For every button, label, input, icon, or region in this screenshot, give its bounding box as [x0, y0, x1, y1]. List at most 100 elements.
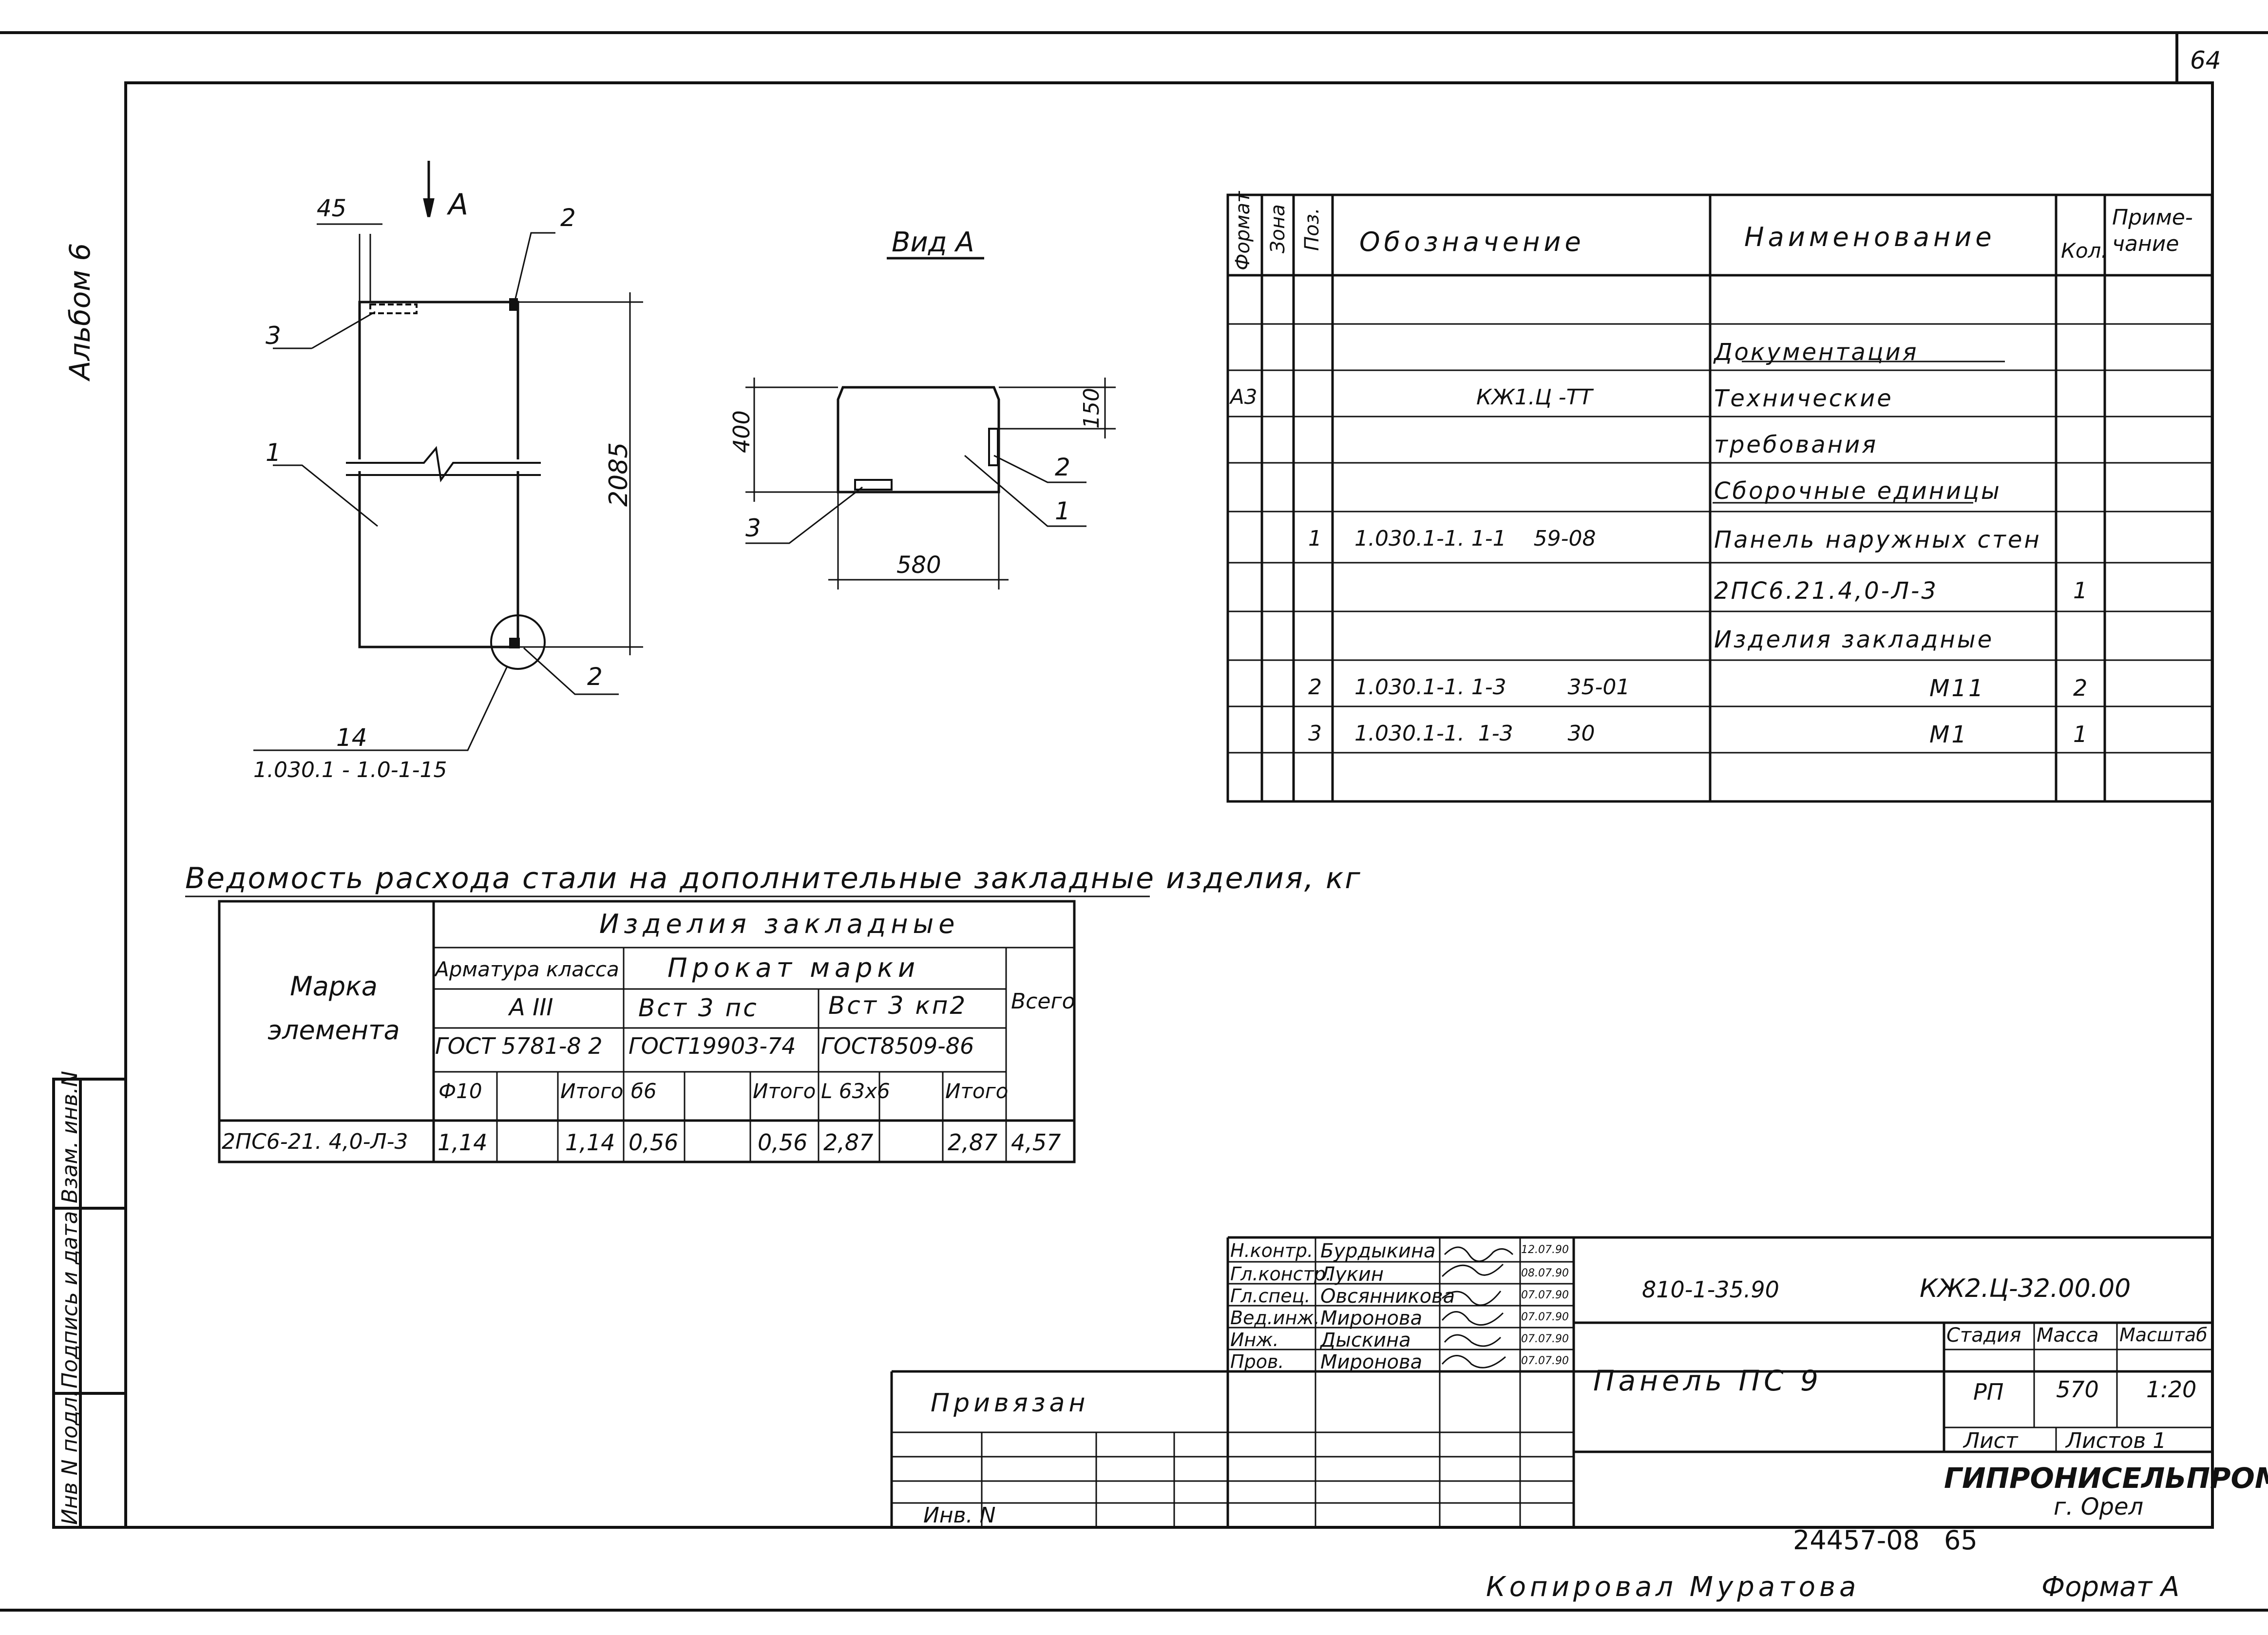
stamp-organization: ГИПРОНИСЕЛЬПРОМ — [1944, 1462, 2268, 1495]
steel-header-mark: Марка элемента — [267, 971, 400, 1046]
callout-1: 1 — [266, 438, 281, 467]
stamp-title: Панель ПС 9 — [1593, 1364, 1822, 1397]
steel-row-mark: 2ПС6-21. 4,0-Л-3 — [222, 1129, 408, 1154]
steel-row-value: 0,56 — [758, 1129, 808, 1156]
steel-row-value: 0,56 — [629, 1129, 679, 1156]
spec-row-name: Панель наружных стен — [1714, 526, 2041, 553]
stamp-code: КЖ2.Ц-32.00.00 — [1920, 1274, 2131, 1303]
spec-row-name: М1 — [1929, 721, 1968, 748]
copied-by: Копировал Муратова — [1486, 1571, 1860, 1603]
spec-row-format: А3 — [1230, 385, 1258, 409]
side-stamp-signature-date: Подпись и дата — [57, 1211, 82, 1388]
stamp-name: Дыскина — [1320, 1329, 1411, 1351]
stamp-sheet-header: Лист — [1963, 1428, 2018, 1453]
spec-row-designation: КЖ1.Ц -ТТ — [1476, 385, 1593, 410]
stamp-role: Н.контр. — [1230, 1240, 1314, 1261]
steel-row-value: 2,87 — [823, 1129, 874, 1156]
stamp-name: Миронова — [1320, 1351, 1423, 1373]
stamp-role: Инж. — [1230, 1329, 1279, 1350]
callout-2-bottom: 2 — [587, 663, 603, 691]
spec-row-name: 2ПС6.21.4,0-Л-3 — [1714, 577, 1938, 605]
callout-2-top: 2 — [560, 204, 576, 232]
privyazan-label: Привязан — [931, 1388, 1089, 1418]
spec-row-qty: 1 — [2073, 577, 2088, 604]
stamp-date: 12.07.90 — [1521, 1244, 1569, 1256]
steel-header-gost3: ГОСТ8509-86 — [821, 1033, 974, 1059]
side-stamp-inv-podl: Инв N подл. — [57, 1390, 82, 1525]
page-number: 64 — [2190, 46, 2221, 75]
stamp-date: 07.07.90 — [1521, 1333, 1569, 1345]
steel-subheader: Итого — [560, 1079, 624, 1103]
steel-subheader: б6 — [631, 1079, 657, 1103]
stamp-role: Пров. — [1230, 1351, 1284, 1372]
steel-header-gost2: ГОСТ19903-74 — [629, 1033, 796, 1059]
steel-row-value: 4,57 — [1011, 1129, 1061, 1156]
steel-subheader: L 63x6 — [821, 1079, 890, 1103]
album-label: Альбом 6 — [63, 243, 96, 380]
steel-header-rolled: Прокат марки — [667, 952, 920, 983]
spec-row-name: Изделия закладные — [1714, 626, 1994, 653]
stamp-role: Гл.спец. — [1230, 1285, 1311, 1307]
spec-row-designation: 1.030.1-1. 1-1 59-08 — [1354, 526, 1596, 551]
stamp-role: Гл.констр. — [1230, 1263, 1332, 1285]
stamp-mass-header: Масса — [2037, 1324, 2099, 1347]
view-a-title: Вид А — [892, 227, 974, 258]
dim-2085: 2085 — [604, 442, 633, 507]
stamp-stage: РП — [1973, 1379, 2004, 1405]
steel-header-a3: А III — [509, 994, 553, 1021]
stamp-sheets-header: Листов 1 — [2066, 1428, 2167, 1453]
dim-150: 150 — [1079, 388, 1104, 429]
steel-row-value: 1,14 — [565, 1129, 615, 1156]
spec-row-designation: 1.030.1-1. 1-3 30 — [1354, 721, 1595, 746]
stamp-name: Лукин — [1320, 1263, 1384, 1286]
spec-row-name: М11 — [1929, 675, 1985, 702]
spec-row-name: Сборочные единицы — [1714, 477, 2001, 505]
stamp-date: 08.07.90 — [1521, 1267, 1569, 1279]
steel-header-total: Всего — [1011, 989, 1075, 1014]
steel-header-rebar: Арматура класса — [435, 957, 619, 981]
dim-400: 400 — [728, 410, 755, 453]
arrow-a-label: А — [448, 188, 469, 222]
privyazan-inv: Инв. N — [923, 1503, 996, 1528]
spec-header-qty: Кол. — [2061, 239, 2108, 263]
side-stamp-vzam-inv: Взам. инв.N — [57, 1071, 82, 1203]
view-a-callout-1: 1 — [1055, 497, 1070, 525]
view-a-callout-3: 3 — [745, 514, 761, 542]
stamp-date: 07.07.90 — [1521, 1311, 1569, 1323]
node-14: 14 — [336, 723, 367, 752]
spec-row-name: требования — [1714, 431, 1878, 458]
steel-header-vst3ps: Вст 3 пс — [638, 994, 759, 1022]
bottom-number: 24457-08 — [1793, 1525, 1920, 1556]
spec-row-designation: 1.030.1-1. 1-3 35-01 — [1354, 675, 1630, 700]
spec-header-name: Наименование — [1744, 222, 1996, 252]
steel-row-value: 1,14 — [438, 1129, 488, 1156]
stamp-scale: 1:20 — [2146, 1376, 2197, 1403]
spec-row-pos: 3 — [1308, 721, 1322, 746]
steel-subheader: Итого — [945, 1079, 1009, 1103]
stamp-name: Миронова — [1320, 1307, 1423, 1330]
node-ref: 1.030.1 - 1.0-1-15 — [253, 758, 447, 782]
stamp-stage-header: Стадия — [1946, 1324, 2021, 1347]
stamp-role: Вед.инж. — [1230, 1307, 1320, 1329]
steel-title: Ведомость расхода стали на дополнительны… — [185, 861, 1362, 895]
spec-row-pos: 2 — [1308, 675, 1322, 700]
stamp-name: Бурдыкина — [1320, 1240, 1436, 1262]
spec-header-note: Приме- чание — [2112, 205, 2193, 256]
spec-row-pos: 1 — [1308, 526, 1322, 551]
steel-subheader: Ф10 — [438, 1079, 482, 1103]
stamp-series: 810-1-35.90 — [1642, 1276, 1779, 1303]
dim-580: 580 — [896, 551, 941, 579]
steel-header-vst3kp2: Вст 3 кп2 — [828, 991, 968, 1020]
dim-45: 45 — [317, 195, 347, 222]
spec-row-qty: 2 — [2073, 675, 2088, 701]
steel-row-value: 2,87 — [948, 1129, 998, 1156]
spec-header-designation: Обозначение — [1359, 227, 1585, 257]
stamp-date: 07.07.90 — [1521, 1289, 1569, 1301]
steel-header-items: Изделия закладные — [599, 909, 960, 939]
steel-header-gost1: ГОСТ 5781-8 2 — [435, 1033, 603, 1059]
spec-header-zone: Зона — [1267, 204, 1289, 253]
stamp-city: г. Орел — [2054, 1493, 2144, 1521]
stamp-mass: 570 — [2056, 1376, 2099, 1403]
view-a-callout-2: 2 — [1055, 453, 1070, 481]
